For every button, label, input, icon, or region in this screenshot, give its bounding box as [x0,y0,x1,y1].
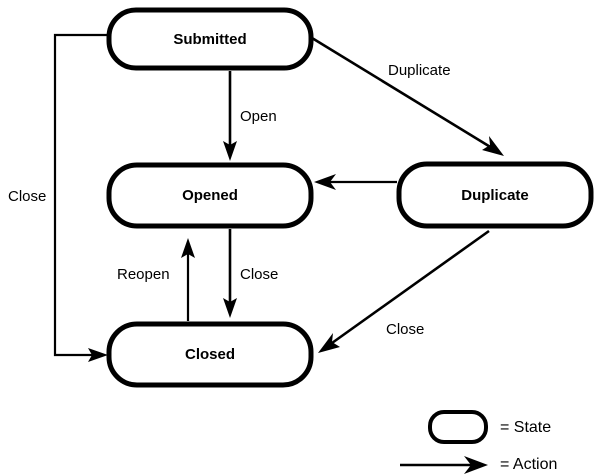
legend-action-icon-arrowhead [464,456,488,474]
edge-line-submitted-duplicate [311,36,493,150]
edge-submitted-to-opened: Open [223,71,277,161]
edge-duplicate-to-closed: Close [318,229,490,353]
edge-line-duplicate-closed [331,229,490,345]
state-node-duplicate[interactable]: Duplicate [396,161,594,229]
edge-line-submitted-closed [53,33,107,357]
edge-label-close-opened: Close [240,266,278,283]
arrow-head-opened-closed [223,298,237,318]
state-label-opened: Opened [182,187,238,204]
legend-item-state: = State [428,410,551,444]
edge-label-close-duplicate: Close [386,321,424,338]
state-node-submitted[interactable]: Submitted [106,7,314,71]
legend-action-label: = Action [500,456,557,473]
state-label-submitted: Submitted [173,31,246,48]
edge-label-reopen: Reopen [117,266,170,283]
edge-opened-to-closed: Close [223,229,278,318]
edge-label-close-left: Close [8,188,46,205]
arrow-head-submitted-duplicate [482,136,504,156]
edge-label-duplicate: Duplicate [388,62,451,79]
legend: = State = Action [400,410,557,474]
state-box-closed[interactable] [106,321,314,388]
state-label-closed: Closed [185,346,235,363]
edge-submitted-to-closed: Close [8,33,108,362]
state-node-opened[interactable]: Opened [106,162,314,229]
edge-label-open: Open [240,108,277,125]
legend-state-label: = State [500,419,551,436]
arrow-head-duplicate-opened [314,174,336,190]
legend-state-icon [428,410,488,444]
state-node-closed[interactable]: Closed [106,321,314,388]
arrow-head-submitted-closed [88,348,108,362]
legend-item-action: = Action [400,456,557,474]
state-box-submitted[interactable] [106,7,314,71]
edge-submitted-to-duplicate: Duplicate [311,36,504,156]
arrow-head-submitted-opened [223,141,237,161]
state-box-opened[interactable] [106,162,314,229]
arrow-head-closed-opened [181,238,195,258]
arrow-head-duplicate-closed [318,333,340,353]
state-box-duplicate[interactable] [396,161,594,229]
state-label-duplicate: Duplicate [461,187,529,204]
edge-duplicate-to-opened [314,174,397,190]
edge-closed-to-opened: Reopen [117,238,195,321]
